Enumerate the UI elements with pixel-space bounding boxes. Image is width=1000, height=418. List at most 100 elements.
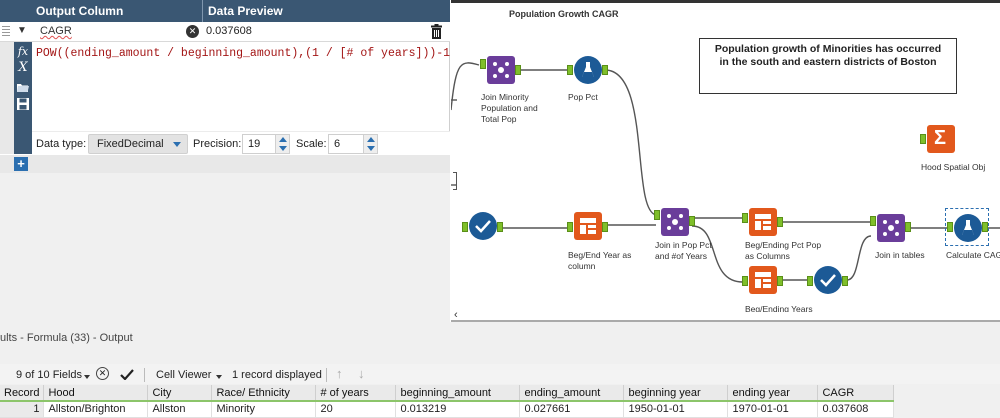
offscreen-tool-edge — [453, 172, 457, 190]
output-anchor[interactable] — [602, 65, 608, 75]
spinner-arrows-icon[interactable] — [363, 135, 377, 153]
output-anchor[interactable] — [515, 65, 521, 75]
cell-viewer-button[interactable]: Cell Viewer — [156, 369, 212, 381]
table-cell[interactable]: 0.027661 — [519, 401, 625, 418]
column-header[interactable]: beginning year — [623, 385, 729, 402]
table-cell[interactable]: 20 — [315, 401, 397, 418]
output-anchor[interactable] — [842, 276, 848, 286]
tool-label: Hood Spatial Obj — [921, 162, 986, 172]
formula-config-panel: Output Column Data Preview ▼ CAGR ✕ 0.03… — [0, 0, 450, 322]
variable-icon[interactable]: X — [18, 60, 28, 75]
column-header[interactable]: Hood — [43, 385, 149, 402]
add-formula-button[interactable]: + — [14, 157, 28, 171]
formula-row[interactable]: ▼ CAGR ✕ 0.037608 — [0, 22, 450, 42]
join-tool-icon[interactable] — [487, 56, 515, 84]
tool-label: Beg/Ending Years — [745, 304, 813, 312]
function-icon[interactable]: fx — [17, 45, 29, 58]
precision-spinner[interactable]: 19 — [242, 134, 290, 154]
table-cell[interactable]: 1950-01-01 — [623, 401, 729, 418]
input-anchor[interactable] — [567, 222, 573, 232]
table-header-row: Record Hood City Race/ Ethnicity # of ye… — [0, 385, 895, 402]
output-anchor[interactable] — [982, 222, 988, 232]
tool-label: Join in tables — [875, 250, 925, 260]
column-header[interactable]: Record — [0, 385, 45, 402]
table-cell[interactable]: Minority — [211, 401, 317, 418]
output-anchor[interactable] — [497, 222, 503, 232]
results-panel: ults - Formula (33) - Output 9 of 10 Fie… — [0, 322, 1000, 418]
select-tool-icon[interactable] — [469, 212, 497, 240]
output-anchor[interactable] — [777, 276, 783, 286]
input-anchor[interactable] — [742, 276, 748, 286]
table-cell[interactable]: Allston/Brighton — [43, 401, 149, 418]
join-tool-icon[interactable] — [877, 214, 905, 242]
toolbar-divider — [144, 368, 145, 382]
workflow-canvas[interactable]: Population Growth CAGR Join Minority Pop… — [451, 0, 1000, 322]
output-column-field[interactable]: CAGR — [40, 25, 72, 37]
output-anchor[interactable] — [905, 222, 911, 232]
crosstab-tool-icon[interactable] — [749, 208, 777, 236]
input-anchor[interactable] — [462, 222, 468, 232]
expression-editor[interactable]: POW((ending_amount / beginning_amount),(… — [36, 47, 451, 60]
input-anchor[interactable] — [742, 213, 748, 223]
trash-icon[interactable] — [430, 24, 443, 39]
column-header[interactable]: City — [147, 385, 213, 402]
tool-label: Join in Pop Pct and #of Years — [655, 240, 712, 261]
scale-spinner[interactable]: 6 — [328, 134, 378, 154]
comment-annotation[interactable]: Population growth of Minorities has occu… — [699, 38, 957, 94]
input-anchor[interactable] — [807, 276, 813, 286]
crosstab-tool-icon[interactable] — [574, 212, 602, 240]
input-anchor[interactable] — [654, 210, 660, 220]
column-header[interactable]: beginning_amount — [395, 385, 521, 402]
crosstab-tool-icon[interactable] — [749, 266, 777, 294]
arrow-up-icon[interactable]: ↑ — [336, 366, 343, 381]
data-type-value: FixedDecimal — [97, 138, 164, 150]
column-header[interactable]: CAGR — [817, 385, 895, 402]
table-cell[interactable]: 0.037608 — [817, 401, 895, 418]
data-type-select[interactable]: FixedDecimal — [88, 134, 188, 154]
connection-wires — [451, 62, 1000, 283]
summarize-tool-icon[interactable]: Σ — [927, 125, 955, 153]
input-anchor[interactable] — [480, 59, 486, 69]
table-cell[interactable]: 1970-01-01 — [727, 401, 819, 418]
arrow-down-icon[interactable]: ↓ — [358, 366, 365, 381]
output-anchor[interactable] — [689, 216, 695, 226]
folder-open-icon[interactable] — [16, 80, 30, 94]
formula-tool-icon[interactable] — [954, 214, 982, 242]
fields-selector[interactable]: 9 of 10 Fields — [16, 369, 83, 381]
save-icon[interactable] — [16, 97, 30, 111]
join-tool-icon[interactable] — [661, 208, 689, 236]
clear-icon[interactable]: ✕ — [186, 25, 199, 38]
left-gutter — [0, 42, 14, 154]
clear-filter-icon[interactable]: ✕ — [96, 367, 109, 380]
record-number: 1 — [0, 401, 45, 418]
tool-label: Calculate CAGR — [946, 250, 1000, 260]
table-row[interactable]: 1 Allston/Brighton Allston Minority 20 0… — [0, 401, 895, 418]
canvas-bottom-border — [451, 320, 1000, 322]
table-cell[interactable]: 0.013219 — [395, 401, 521, 418]
table-cell[interactable]: Allston — [147, 401, 213, 418]
column-header[interactable]: Race/ Ethnicity — [211, 385, 317, 402]
input-anchor[interactable] — [920, 134, 926, 144]
output-column-header: Output Column — [36, 4, 124, 18]
column-header[interactable]: ending_amount — [519, 385, 625, 402]
input-anchor[interactable] — [947, 222, 953, 232]
drag-handle-icon[interactable] — [2, 26, 10, 37]
scroll-left-icon[interactable]: ‹ — [454, 309, 458, 321]
formula-tool-icon[interactable] — [574, 56, 602, 84]
output-anchor[interactable] — [777, 217, 783, 227]
dropdown-arrow-icon[interactable] — [216, 375, 222, 379]
tool-label: Join Minority Population and Total Pop — [481, 92, 538, 124]
output-anchor[interactable] — [602, 222, 608, 232]
select-tool-icon[interactable] — [814, 266, 842, 294]
input-anchor[interactable] — [870, 216, 876, 226]
column-header[interactable]: # of years — [315, 385, 397, 402]
chevron-down-icon[interactable]: ▼ — [17, 25, 27, 36]
column-header[interactable]: ending year — [727, 385, 819, 402]
expression-toolbar: fx X — [14, 42, 32, 154]
results-title: ults - Formula (33) - Output — [0, 332, 133, 344]
dropdown-arrow-icon — [173, 142, 181, 147]
spinner-arrows-icon[interactable] — [275, 135, 289, 153]
input-anchor[interactable] — [567, 65, 573, 75]
dropdown-arrow-icon[interactable] — [84, 375, 90, 379]
checkmark-icon[interactable] — [120, 369, 134, 380]
